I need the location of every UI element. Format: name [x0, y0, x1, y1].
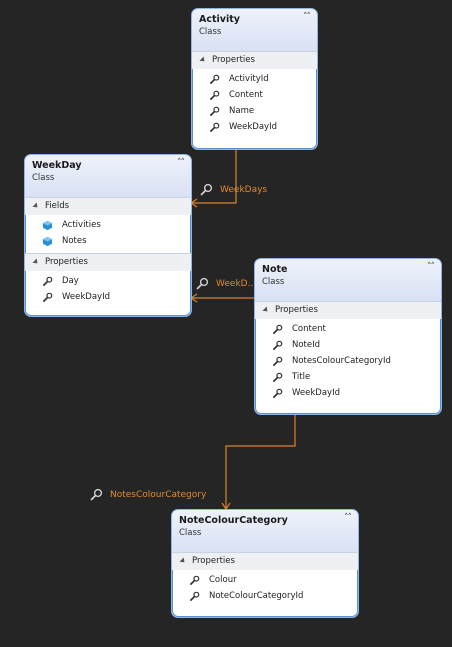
expand-triangle-icon[interactable]: [262, 305, 270, 314]
wrench-icon: [200, 183, 213, 196]
association-label-weekdays[interactable]: WeekDays: [220, 185, 268, 195]
class-box-note[interactable]: Note Class ˄˄ Properties Content NoteId …: [254, 258, 442, 415]
class-box-notecolourcategory[interactable]: NoteColourCategory Class ˄˄ Properties C…: [171, 509, 359, 618]
class-name: WeekDay: [32, 160, 82, 171]
section-title: Fields: [45, 201, 70, 211]
property-row[interactable]: Content: [192, 87, 317, 103]
class-name: NoteColourCategory: [179, 515, 288, 526]
wrench-icon: [272, 372, 283, 382]
field-name: Activities: [62, 220, 101, 230]
property-row[interactable]: Title: [255, 369, 441, 385]
field-cube-icon: [42, 220, 53, 230]
property-row[interactable]: NoteColourCategoryId: [172, 588, 358, 604]
property-name: NoteColourCategoryId: [209, 591, 304, 601]
section-title: Properties: [45, 257, 88, 267]
wrench-icon: [189, 591, 200, 601]
property-row[interactable]: WeekDayId: [25, 289, 191, 305]
section-header-properties[interactable]: Properties: [192, 51, 317, 69]
class-header[interactable]: NoteColourCategory Class ˄˄: [172, 510, 358, 552]
property-name: Title: [292, 372, 311, 382]
wrench-icon: [272, 324, 283, 334]
property-name: ActivityId: [229, 74, 269, 84]
property-name: NotesColourCategoryId: [292, 356, 391, 366]
property-name: NoteId: [292, 340, 321, 350]
expand-triangle-icon[interactable]: [32, 201, 40, 210]
class-kind: Class: [32, 173, 55, 183]
class-header[interactable]: WeekDay Class ˄˄: [25, 155, 191, 197]
double-chevron-up-icon[interactable]: ˄˄: [427, 262, 435, 272]
property-row[interactable]: NotesColourCategoryId: [255, 353, 441, 369]
association-label-weekday[interactable]: WeekD...: [216, 279, 257, 289]
section-header-fields[interactable]: Fields: [25, 197, 191, 215]
property-name: Content: [292, 324, 326, 334]
field-name: Notes: [62, 236, 87, 246]
double-chevron-up-icon[interactable]: ˄˄: [303, 12, 311, 22]
section-title: Properties: [212, 55, 255, 65]
wrench-icon: [209, 74, 220, 84]
association-label-notescolourcategory[interactable]: NotesColourCategory: [110, 490, 207, 500]
section-header-properties[interactable]: Properties: [255, 301, 441, 319]
property-name: Content: [229, 90, 263, 100]
wrench-icon: [42, 292, 53, 302]
wrench-icon: [272, 340, 283, 350]
wrench-icon: [209, 90, 220, 100]
class-header[interactable]: Note Class ˄˄: [255, 259, 441, 301]
property-name: Colour: [209, 575, 237, 585]
wrench-icon: [90, 488, 103, 501]
wrench-icon: [209, 122, 220, 132]
double-chevron-up-icon[interactable]: ˄˄: [344, 513, 352, 523]
property-name: WeekDayId: [229, 122, 277, 132]
class-box-activity[interactable]: Activity Class ˄˄ Properties ActivityId …: [191, 8, 318, 150]
double-chevron-up-icon[interactable]: ˄˄: [177, 158, 185, 168]
wrench-icon: [42, 276, 53, 286]
property-row[interactable]: WeekDayId: [192, 119, 317, 135]
field-cube-icon: [42, 236, 53, 246]
expand-triangle-icon[interactable]: [199, 55, 207, 64]
wrench-icon: [189, 575, 200, 585]
class-kind: Class: [199, 27, 222, 37]
expand-triangle-icon[interactable]: [179, 556, 187, 565]
property-row[interactable]: Content: [255, 321, 441, 337]
section-title: Properties: [192, 556, 235, 566]
property-row[interactable]: WeekDayId: [255, 385, 441, 401]
section-title: Properties: [275, 305, 318, 315]
property-row[interactable]: Name: [192, 103, 317, 119]
property-name: WeekDayId: [62, 292, 110, 302]
field-row[interactable]: Activities: [25, 217, 191, 233]
wrench-icon: [272, 356, 283, 366]
class-header[interactable]: Activity Class ˄˄: [192, 9, 317, 51]
property-row[interactable]: Day: [25, 273, 191, 289]
property-row[interactable]: NoteId: [255, 337, 441, 353]
property-name: Name: [229, 106, 255, 116]
property-name: Day: [62, 276, 79, 286]
activity-weekday-connector: [191, 148, 237, 204]
field-row[interactable]: Notes: [25, 233, 191, 249]
note-colourcategory-connector: [225, 414, 296, 509]
section-header-properties[interactable]: Properties: [25, 253, 191, 271]
property-name: WeekDayId: [292, 388, 340, 398]
expand-triangle-icon[interactable]: [32, 257, 40, 266]
class-name: Activity: [199, 14, 240, 25]
wrench-icon: [272, 388, 283, 398]
class-kind: Class: [262, 277, 285, 287]
property-row[interactable]: Colour: [172, 572, 358, 588]
class-name: Note: [262, 264, 288, 275]
wrench-icon: [196, 277, 209, 290]
wrench-icon: [209, 106, 220, 116]
property-row[interactable]: ActivityId: [192, 71, 317, 87]
class-kind: Class: [179, 528, 202, 538]
class-box-weekday[interactable]: WeekDay Class ˄˄ Fields Activities Notes…: [24, 154, 192, 317]
section-header-properties[interactable]: Properties: [172, 552, 358, 570]
